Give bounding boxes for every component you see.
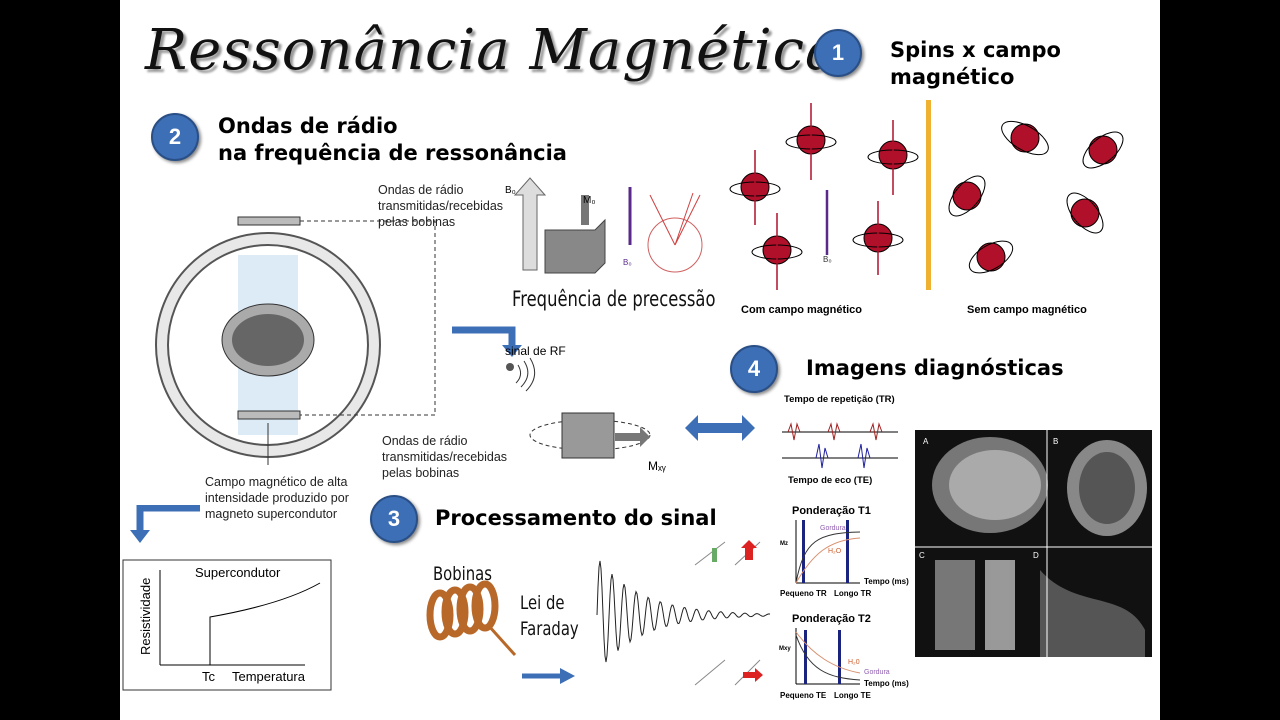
- b0-label: B₀: [623, 258, 632, 267]
- t1-title: Ponderação T1: [792, 505, 871, 517]
- section-2-title-line1: Ondas de rádio: [218, 114, 398, 138]
- t1-y: Mz: [780, 541, 788, 547]
- superconductor-ylabel: Resistividade: [138, 578, 153, 655]
- rf-top-caption: Ondas de rádio transmitidas/recebidas pe…: [378, 183, 504, 229]
- t2-long: Longo TE: [834, 691, 872, 700]
- weighting-diagrams: Tempo de repetição (TR) Tempo de eco (TE…: [779, 394, 909, 700]
- superconductor-title: Supercondutor: [195, 565, 281, 580]
- mri-image-b: [1067, 440, 1147, 536]
- t2-title: Ponderação T2: [792, 613, 871, 625]
- mri-scanner-diagram: [155, 216, 436, 465]
- rf-bottom-caption: Ondas de rádio transmitidas/recebidas pe…: [382, 434, 508, 480]
- rf-signal-diagram: sinal de RF Mₓᵧ: [452, 326, 755, 473]
- badge-4: 4: [730, 345, 778, 393]
- mri-image-d: [1040, 570, 1145, 657]
- badge-1: 1: [814, 29, 862, 77]
- tc-label: Tc: [202, 669, 216, 684]
- t2-y: Mxy: [779, 646, 791, 652]
- t1-x: Tempo (ms): [864, 577, 909, 586]
- magnet-caption: Campo magnético de alta intensidade prod…: [205, 475, 349, 521]
- t2-x: Tempo (ms): [864, 679, 909, 688]
- section-2-title: Ondas de rádio na frequência de ressonân…: [218, 113, 567, 167]
- section-1-title-line1: Spins x campo: [890, 38, 1061, 62]
- superconductor-xlabel: Temperatura: [232, 669, 306, 684]
- image-label-c: C: [919, 551, 925, 560]
- faraday-line2: Faraday: [520, 618, 579, 640]
- bo-label: B₀: [505, 185, 516, 196]
- t1-water: H₂O: [828, 548, 842, 555]
- section-1-title: Spins x campo magnético: [890, 37, 1061, 91]
- badge-2: 2: [151, 113, 199, 161]
- mri-images: A B C D: [915, 430, 1152, 657]
- image-label-b: B: [1053, 437, 1058, 446]
- te-label: Tempo de eco (TE): [788, 475, 872, 486]
- precession-label: Frequência de precessão: [512, 287, 716, 311]
- spins-diagram: B₀ Com campo magnético Sem campo magnéti…: [729, 100, 1124, 316]
- section-4-title: Imagens diagnósticas: [806, 356, 1064, 380]
- t2-fat: Gordura: [864, 669, 890, 676]
- faraday-line1: Lei de: [520, 592, 565, 614]
- coil-illustration: [426, 580, 575, 684]
- section-3-title: Processamento do sinal: [435, 506, 717, 530]
- image-label-d: D: [1033, 551, 1039, 560]
- t1-fat: Gordura: [820, 525, 846, 532]
- faraday-label: Lei de Faraday: [520, 590, 579, 642]
- precession-diagram: B₀ M₀ B₀: [505, 177, 703, 274]
- t2-short: Pequeno TE: [780, 691, 827, 700]
- image-label-a: A: [923, 437, 929, 446]
- label-with-field: Com campo magnético: [741, 304, 862, 316]
- fid-signal: [596, 540, 771, 686]
- mxy-label: Mₓᵧ: [648, 459, 666, 473]
- tr-label: Tempo de repetição (TR): [784, 394, 895, 405]
- section-1-title-line2: magnético: [890, 65, 1015, 89]
- page-title: Ressonância Magnética: [145, 18, 840, 83]
- mri-image-a: [932, 437, 1048, 533]
- mo-label: M₀: [583, 195, 595, 206]
- t1-long: Longo TR: [834, 589, 872, 598]
- t2-water: H₂0: [848, 659, 860, 666]
- badge-3: 3: [370, 495, 418, 543]
- t1-short: Pequeno TR: [780, 589, 827, 598]
- section-2-title-line2: na frequência de ressonância: [218, 141, 567, 165]
- b0-label: B₀: [823, 255, 832, 264]
- superconductor-chart: Supercondutor Resistividade Temperatura …: [122, 505, 332, 691]
- mri-image-c: [935, 560, 1015, 650]
- coils-label: Bobinas: [433, 563, 492, 585]
- divider: [926, 100, 931, 290]
- label-without-field: Sem campo magnético: [967, 304, 1087, 316]
- rf-signal-label: sinal de RF: [505, 344, 566, 358]
